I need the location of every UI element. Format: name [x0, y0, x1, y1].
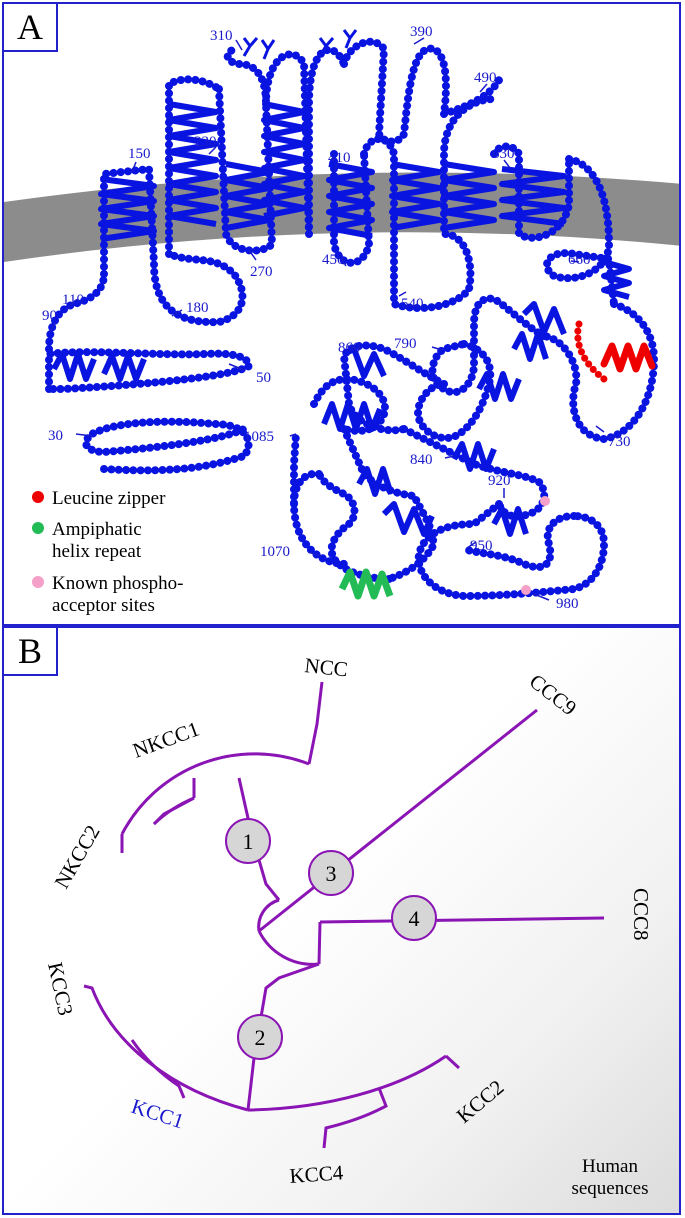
phospho-site-920	[540, 496, 550, 506]
legend-label-leucine-zipper: Leucine zipper	[52, 488, 166, 509]
legend-label-phospho-site: Known phospho-	[52, 573, 183, 594]
legend-swatch-leucine-zipper	[32, 491, 44, 503]
residue-label: 630	[492, 146, 515, 162]
leucine-zipper-region	[574, 320, 656, 383]
tree-nodes: 1 3 4 2	[225, 818, 437, 1060]
leaf-label-kcc3: KCC3	[43, 960, 78, 1018]
legend: Leucine zipper Ampiphatic helix repeat K…	[32, 488, 183, 616]
tree-node-2	[237, 1014, 283, 1060]
legend-label-amphipathic-helix: helix repeat	[52, 541, 142, 562]
residue-label: 310	[210, 28, 233, 44]
residue-label: 1070	[260, 544, 290, 560]
phylogenetic-tree: 1 3 4 2 NCC NKCC1 NKCC2 CCC9 CCC8 KCC3 K…	[43, 653, 653, 1199]
residue-label: 980	[556, 596, 579, 612]
tree-node-4	[391, 895, 437, 941]
tree-node-2-label: 2	[255, 1025, 266, 1050]
residue-label: 270	[250, 264, 273, 280]
panel-a-topology: 30 50 90 110 150 180 230 270 310 390 410…	[2, 2, 681, 626]
residue-label: 490	[474, 70, 497, 86]
tree-node-3-label: 3	[326, 861, 337, 886]
residue-label: 90	[42, 308, 57, 324]
panel-b-letter: B	[4, 628, 58, 676]
residue-labels: 30 50 90 110 150 180 230 270 310 390 410…	[42, 24, 631, 612]
panel-a-letter: A	[4, 4, 58, 52]
legend-swatch-phospho-site	[32, 576, 44, 588]
residue-label: 390	[410, 24, 433, 40]
residue-label: 920	[488, 473, 511, 489]
leaf-label-ncc: NCC	[303, 653, 348, 681]
residue-label: 50	[256, 370, 271, 386]
residue-label: 840	[410, 452, 433, 468]
residue-label: 30	[48, 428, 63, 444]
leaf-label-nkcc2: NKCC2	[50, 821, 105, 893]
tree-node-1	[225, 818, 271, 864]
residue-label: 790	[394, 336, 417, 352]
residue-label: 860	[338, 340, 361, 356]
leaf-label-nkcc1: NKCC1	[130, 717, 203, 763]
leaf-label-kcc1: KCC1	[128, 1094, 186, 1133]
residue-label: 540	[401, 296, 424, 312]
tree-node-1-label: 1	[243, 829, 254, 854]
legend-label-amphipathic-helix: Ampiphatic	[52, 519, 142, 540]
tree-node-3	[308, 850, 354, 896]
residue-label: 730	[608, 434, 631, 450]
residue-label: 110	[62, 292, 84, 308]
panel-b-phylogeny: 1 3 4 2 NCC NKCC1 NKCC2 CCC9 CCC8 KCC3 K…	[2, 626, 681, 1215]
residue-label: 230	[194, 134, 217, 150]
leaf-label-kcc4: KCC4	[289, 1160, 345, 1188]
footer-note: Human sequences	[571, 1156, 648, 1199]
residue-label: 950	[470, 538, 493, 554]
leaf-label-kcc2: KCC2	[452, 1075, 509, 1128]
footer-line: sequences	[571, 1178, 648, 1199]
residue-label: 410	[328, 150, 351, 166]
amphipathic-helix-region	[338, 568, 394, 600]
tree-branches	[83, 681, 605, 1149]
footer-line: Human	[582, 1156, 638, 1177]
legend-label-phospho-site: acceptor sites	[52, 595, 155, 616]
leaf-label-ccc8: CCC8	[629, 888, 653, 941]
label-leaders	[49, 37, 605, 601]
helix-segments	[98, 101, 632, 300]
cytoplasmic-helices	[51, 301, 567, 537]
residue-label: 450	[322, 252, 345, 268]
residue-label: 1085	[244, 429, 274, 445]
protein-chain	[45, 37, 658, 600]
residue-label: 660	[568, 252, 591, 268]
tree-node-4-label: 4	[409, 906, 420, 931]
topology-diagram: 30 50 90 110 150 180 230 270 310 390 410…	[4, 24, 679, 616]
phospho-site-980	[521, 585, 531, 595]
legend-swatch-amphipathic-helix	[32, 522, 44, 534]
residue-label: 150	[128, 146, 151, 162]
residue-label: 180	[186, 300, 209, 316]
glycosylation-sites	[242, 29, 358, 60]
